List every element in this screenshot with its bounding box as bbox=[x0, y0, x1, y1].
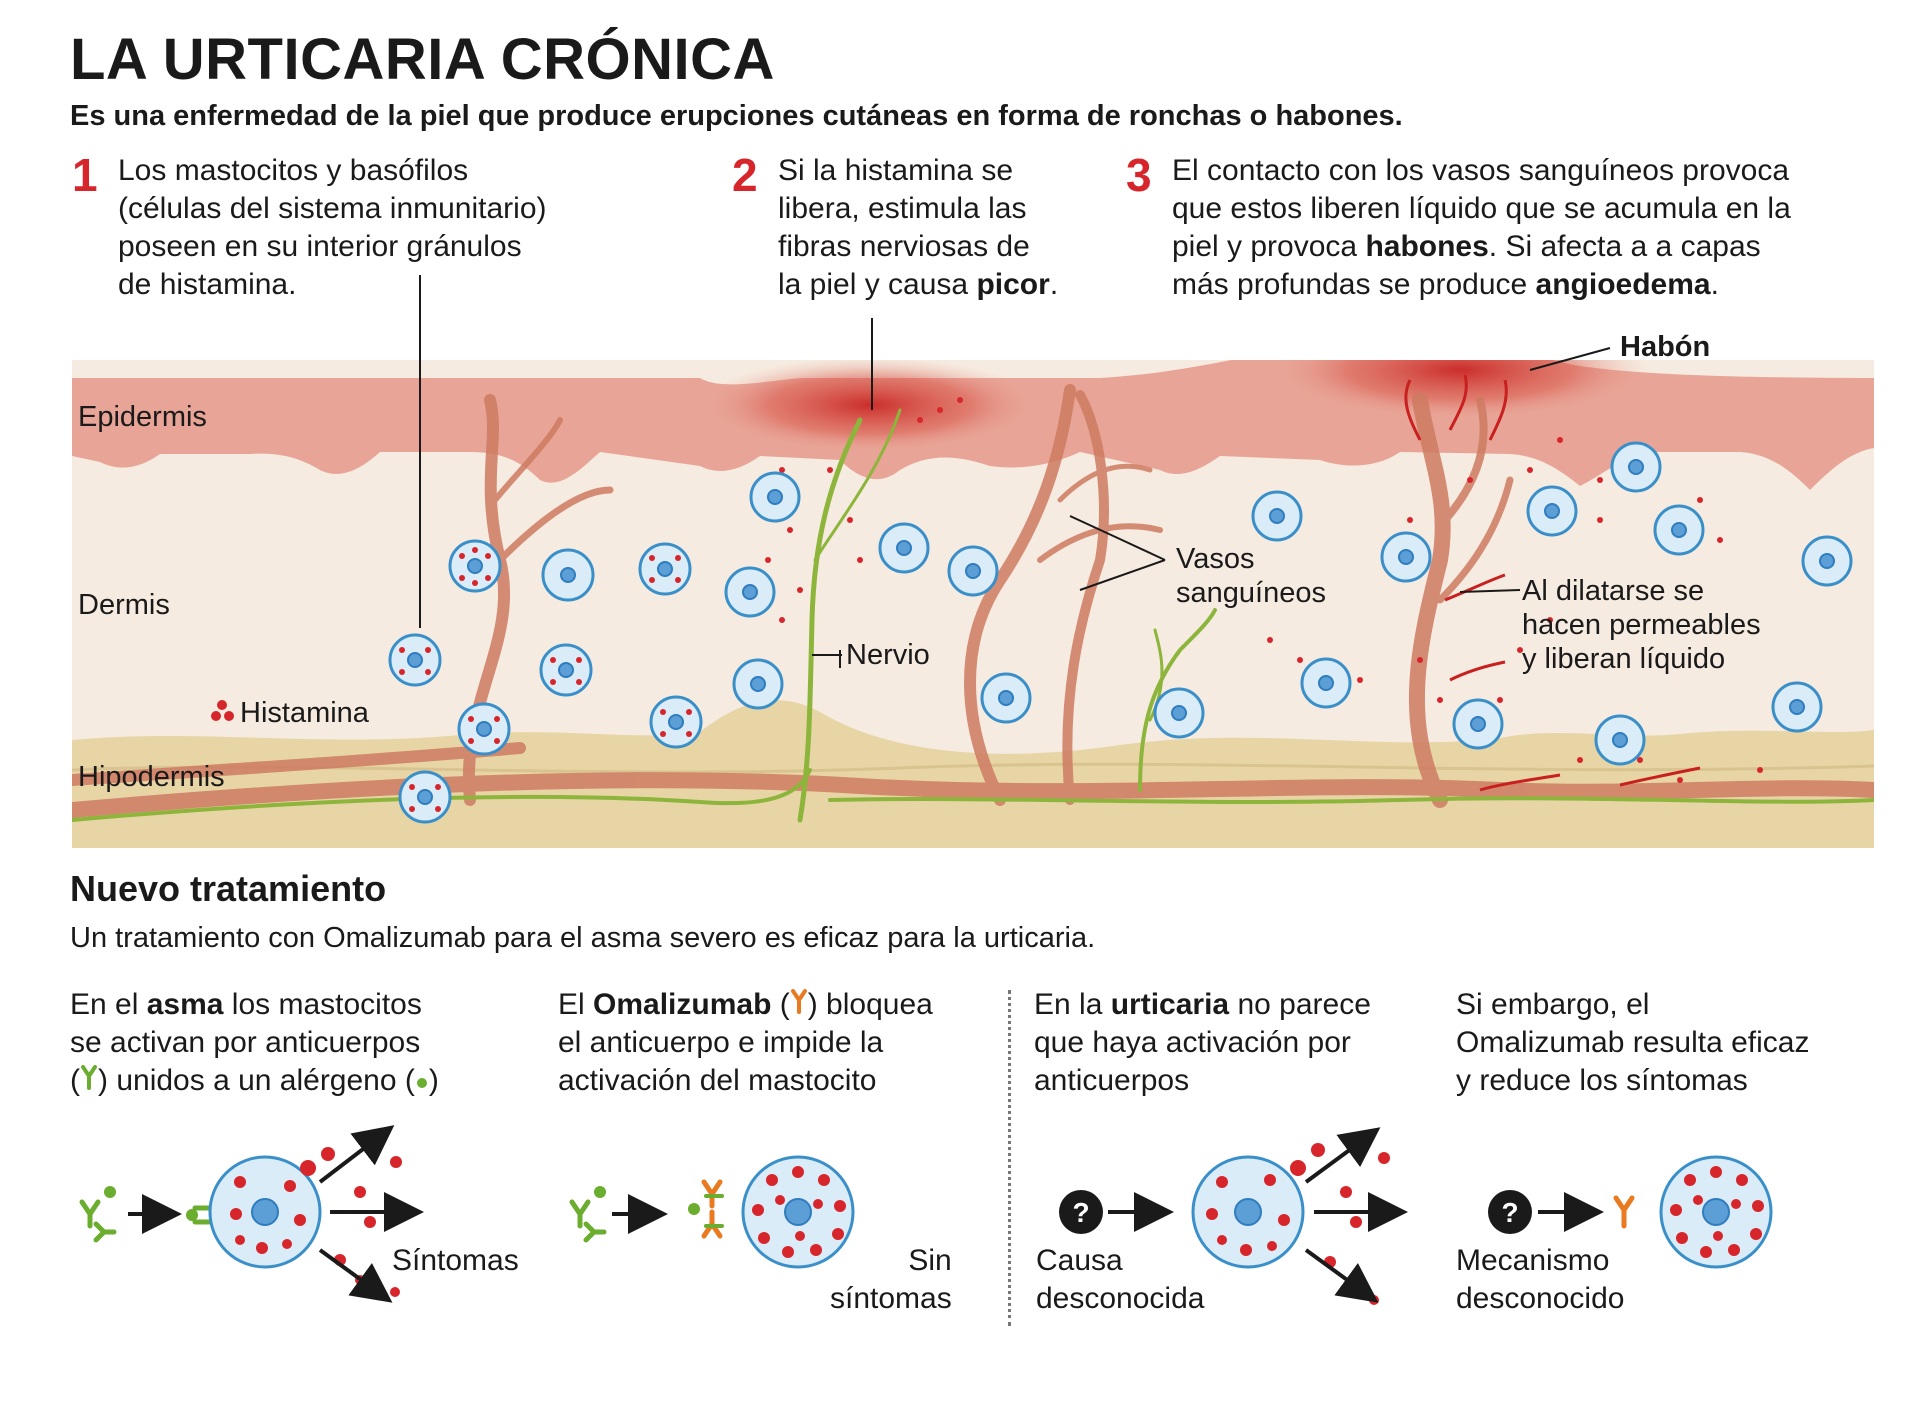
treatment-title: Nuevo tratamiento bbox=[70, 868, 387, 909]
mast-cell bbox=[1526, 485, 1578, 537]
mast-cell bbox=[724, 566, 776, 618]
question-icon bbox=[1488, 1190, 1532, 1234]
mast-cell bbox=[539, 643, 593, 697]
label-histamine: Histamina bbox=[240, 697, 369, 729]
step-number: 1 bbox=[72, 149, 98, 201]
mast-cell bbox=[1251, 490, 1303, 542]
mast-cell bbox=[1594, 714, 1646, 766]
mast-cell bbox=[541, 548, 595, 602]
mast-cell bbox=[878, 522, 930, 574]
mast-cell bbox=[448, 539, 502, 593]
page-subtitle: Es una enfermedad de la piel que produce… bbox=[70, 100, 1403, 132]
histamine-legend-icon bbox=[211, 700, 234, 721]
step-number: 2 bbox=[732, 149, 758, 201]
question-mark: ? bbox=[1072, 1197, 1089, 1228]
mast-cell bbox=[1801, 535, 1853, 587]
caption-symptoms: Síntomas bbox=[392, 1244, 519, 1277]
caption-no-symptoms: Sin síntomas bbox=[830, 1244, 952, 1315]
page-title: LA URTICARIA CRÓNICA bbox=[70, 27, 775, 92]
mast-cell bbox=[1300, 657, 1352, 709]
treatment-subtitle: Un tratamiento con Omalizumab para el as… bbox=[70, 922, 1096, 954]
nerves bbox=[72, 408, 1874, 823]
caption-unknown-cause: Causa desconocida bbox=[1036, 1244, 1205, 1315]
step-text: El contacto con los vasos sanguíneos pro… bbox=[1172, 154, 1791, 301]
treatment-col-efficacy: Si embargo, el Omalizumab resulta eficaz… bbox=[1456, 988, 1810, 1097]
mast-cell bbox=[1153, 687, 1205, 739]
label-epidermis: Epidermis bbox=[78, 401, 207, 433]
wheal-zone bbox=[1270, 360, 1650, 420]
label-hypodermis: Hipodermis bbox=[78, 761, 225, 793]
asthma-illustration bbox=[79, 1125, 424, 1303]
column-divider bbox=[1008, 990, 1011, 1326]
hypodermis-layer bbox=[72, 700, 1874, 848]
mast-cell bbox=[1380, 531, 1432, 583]
mast-cell bbox=[732, 658, 784, 710]
treatment-illustrations: ? ? bbox=[79, 1125, 1773, 1305]
itch-zone bbox=[700, 360, 1040, 453]
mast-cell bbox=[649, 695, 703, 749]
mast-cell bbox=[638, 542, 692, 596]
antibody-icon bbox=[79, 1199, 101, 1229]
treatment-col-omalizumab: El Omalizumab () bloquea el anticuerpo e… bbox=[558, 988, 933, 1097]
mast-cell bbox=[398, 770, 452, 824]
label-nerve: Nervio bbox=[846, 639, 930, 671]
question-icon bbox=[1059, 1190, 1103, 1234]
mast-cells bbox=[388, 441, 1853, 824]
mast-cell bbox=[1610, 441, 1662, 493]
question-mark: ? bbox=[1501, 1197, 1518, 1228]
blood-vessels bbox=[72, 384, 1874, 818]
allergen-icon bbox=[416, 1078, 427, 1088]
fluid-arrows bbox=[1404, 374, 1701, 792]
step-number: 3 bbox=[1126, 149, 1152, 201]
label-vessels: Vasos sanguíneos bbox=[1176, 543, 1326, 609]
mast-cell bbox=[1653, 504, 1705, 556]
mast-cell bbox=[388, 633, 442, 687]
urticaria-illustration: ? bbox=[1059, 1127, 1408, 1305]
mast-cell bbox=[947, 545, 999, 597]
step-text: Los mastocitos y basófilos (células del … bbox=[118, 154, 547, 301]
treatment-col-urticaria: En la urticaria no parece que haya activ… bbox=[1034, 988, 1371, 1097]
mast-cell bbox=[1452, 698, 1504, 750]
antibody-icon bbox=[81, 1065, 97, 1090]
allergen-icon bbox=[104, 1186, 116, 1198]
step-text: Si la histamina se libera, estimula las … bbox=[778, 154, 1059, 301]
mast-cell bbox=[457, 702, 511, 756]
mast-cell bbox=[980, 672, 1032, 724]
omalizumab-illustration bbox=[569, 1155, 855, 1269]
treatment-col-asthma: En el asma los mastocitos se activan por… bbox=[70, 988, 439, 1097]
mast-cell bbox=[1771, 681, 1823, 733]
label-wheal: Habón bbox=[1620, 331, 1711, 363]
omalizumab-icon bbox=[1613, 1195, 1635, 1229]
label-dermis: Dermis bbox=[78, 589, 170, 621]
leader-lines bbox=[419, 275, 1611, 668]
caption-unknown-mechanism: Mecanismo desconocido bbox=[1456, 1244, 1625, 1315]
mast-cell bbox=[749, 471, 801, 523]
omalizumab-icon bbox=[790, 989, 807, 1014]
label-dilate: Al dilatarse se hacen permeables y liber… bbox=[1522, 575, 1761, 675]
efficacy-illustration: ? bbox=[1488, 1155, 1773, 1269]
